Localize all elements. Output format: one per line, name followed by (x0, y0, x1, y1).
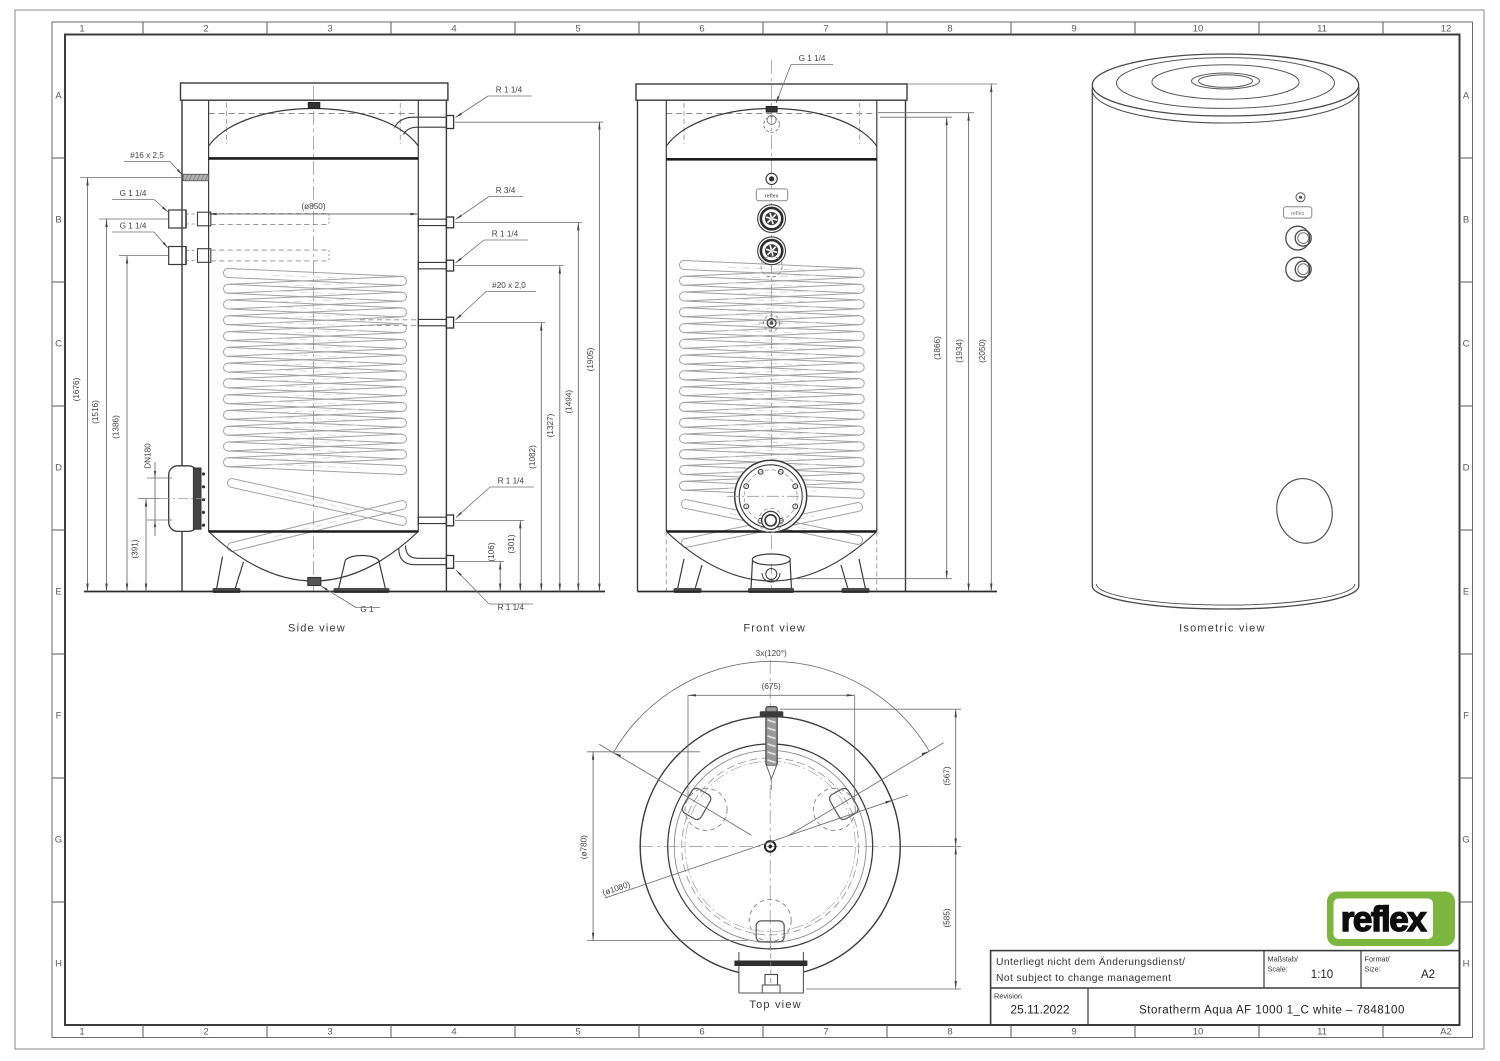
svg-text:Scale:: Scale: (1268, 965, 1288, 974)
svg-text:reflex: reflex (1341, 900, 1427, 939)
svg-text:Unterliegt nicht dem Änderungs: Unterliegt nicht dem Änderungsdienst/ (996, 956, 1185, 968)
svg-text:11: 11 (1317, 1027, 1327, 1038)
svg-text:8: 8 (947, 1027, 952, 1038)
svg-text:G: G (55, 835, 62, 846)
svg-text:5: 5 (575, 1027, 580, 1038)
svg-text:(1386): (1386) (112, 415, 121, 439)
svg-text:1: 1 (79, 24, 84, 35)
svg-text:2: 2 (203, 1027, 208, 1038)
svg-text:(675): (675) (762, 682, 781, 691)
svg-text:B: B (1463, 215, 1469, 226)
svg-text:R 1 1/4: R 1 1/4 (498, 603, 525, 612)
svg-text:3x(120°): 3x(120°) (756, 649, 787, 658)
svg-text:(106): (106) (487, 542, 496, 561)
svg-text:(ø850): (ø850) (301, 202, 325, 211)
svg-text:(585): (585) (942, 908, 951, 927)
svg-text:(1934): (1934) (955, 339, 964, 363)
svg-text:Side view: Side view (288, 623, 346, 635)
svg-text:(301): (301) (507, 534, 516, 553)
svg-text:8: 8 (947, 24, 952, 35)
svg-text:Revision: Revision (994, 992, 1022, 1001)
svg-text:4: 4 (451, 1027, 456, 1038)
svg-text:G 1 1/4: G 1 1/4 (120, 222, 147, 231)
svg-text:Isometric view: Isometric view (1179, 623, 1265, 635)
svg-text:(1327): (1327) (546, 413, 555, 437)
svg-text:(1676): (1676) (72, 377, 81, 401)
svg-text:6: 6 (699, 24, 704, 35)
svg-text:10: 10 (1193, 1027, 1204, 1038)
svg-text:9: 9 (1071, 1027, 1076, 1038)
svg-text:G 1: G 1 (360, 605, 374, 614)
svg-text:F: F (1463, 711, 1469, 722)
svg-text:DN180: DN180 (144, 443, 153, 469)
svg-text:1: 1 (79, 1027, 84, 1038)
svg-text:A2: A2 (1440, 1027, 1452, 1038)
svg-text:#20 x 2,0: #20 x 2,0 (492, 281, 526, 290)
svg-text:R 1 1/4: R 1 1/4 (498, 477, 525, 486)
svg-text:1:10: 1:10 (1311, 969, 1333, 981)
svg-text:3: 3 (327, 24, 332, 35)
svg-text:7: 7 (823, 24, 828, 35)
svg-text:A: A (55, 91, 62, 102)
svg-text:6: 6 (699, 1027, 704, 1038)
svg-text:B: B (55, 215, 61, 226)
svg-text:H: H (1463, 959, 1470, 970)
svg-text:Front view: Front view (743, 623, 806, 635)
svg-text:F: F (56, 711, 62, 722)
svg-text:R 3/4: R 3/4 (496, 186, 516, 195)
svg-text:reflex: reflex (1291, 211, 1305, 217)
svg-text:Not subject to change manageme: Not subject to change management (996, 973, 1171, 984)
svg-text:7: 7 (823, 1027, 828, 1038)
svg-text:5: 5 (575, 24, 580, 35)
svg-text:R 1 1/4: R 1 1/4 (492, 230, 519, 239)
svg-text:A2: A2 (1421, 969, 1435, 981)
svg-text:G 1 1/4: G 1 1/4 (120, 189, 147, 198)
svg-text:E: E (55, 587, 61, 598)
svg-text:G 1 1/4: G 1 1/4 (799, 54, 826, 63)
svg-text:9: 9 (1071, 24, 1076, 35)
svg-text:reflex: reflex (765, 193, 779, 199)
svg-text:G: G (1462, 835, 1469, 846)
svg-text:Top view: Top view (749, 999, 801, 1011)
svg-text:(ø780): (ø780) (580, 835, 589, 859)
svg-text:H: H (55, 959, 62, 970)
svg-text:Storatherm Aqua AF 1000 1_: Storatherm Aqua AF 1000 1_C white – 7848… (1139, 1005, 1405, 1017)
svg-text:D: D (1463, 463, 1470, 474)
svg-text:(1516): (1516) (91, 400, 100, 424)
svg-text:(1866): (1866) (933, 336, 942, 360)
svg-text:10: 10 (1193, 24, 1204, 35)
svg-text:D: D (55, 463, 62, 474)
svg-text:4: 4 (451, 24, 456, 35)
svg-text:A: A (1463, 91, 1470, 102)
svg-text:R 1 1/4: R 1 1/4 (496, 86, 523, 95)
svg-text:Maßstab/: Maßstab/ (1268, 955, 1299, 964)
svg-text:E: E (1463, 587, 1469, 598)
svg-text:(1494): (1494) (565, 390, 574, 414)
svg-text:(391): (391) (131, 539, 140, 558)
svg-text:11: 11 (1317, 24, 1327, 35)
svg-text:(2050): (2050) (978, 339, 987, 363)
svg-text:C: C (1463, 339, 1470, 350)
svg-text:(567): (567) (942, 766, 951, 785)
svg-text:2: 2 (203, 24, 208, 35)
svg-text:Size:: Size: (1365, 965, 1381, 974)
svg-text:25.11.2022: 25.11.2022 (1010, 1003, 1069, 1017)
svg-text:(1905): (1905) (586, 347, 595, 371)
svg-text:Format/: Format/ (1365, 955, 1391, 964)
svg-text:#16 x 2,5: #16 x 2,5 (130, 151, 164, 160)
svg-text:3: 3 (327, 1027, 332, 1038)
svg-text:C: C (55, 339, 62, 350)
svg-text:(1082): (1082) (528, 445, 537, 469)
svg-text:12: 12 (1441, 24, 1452, 35)
